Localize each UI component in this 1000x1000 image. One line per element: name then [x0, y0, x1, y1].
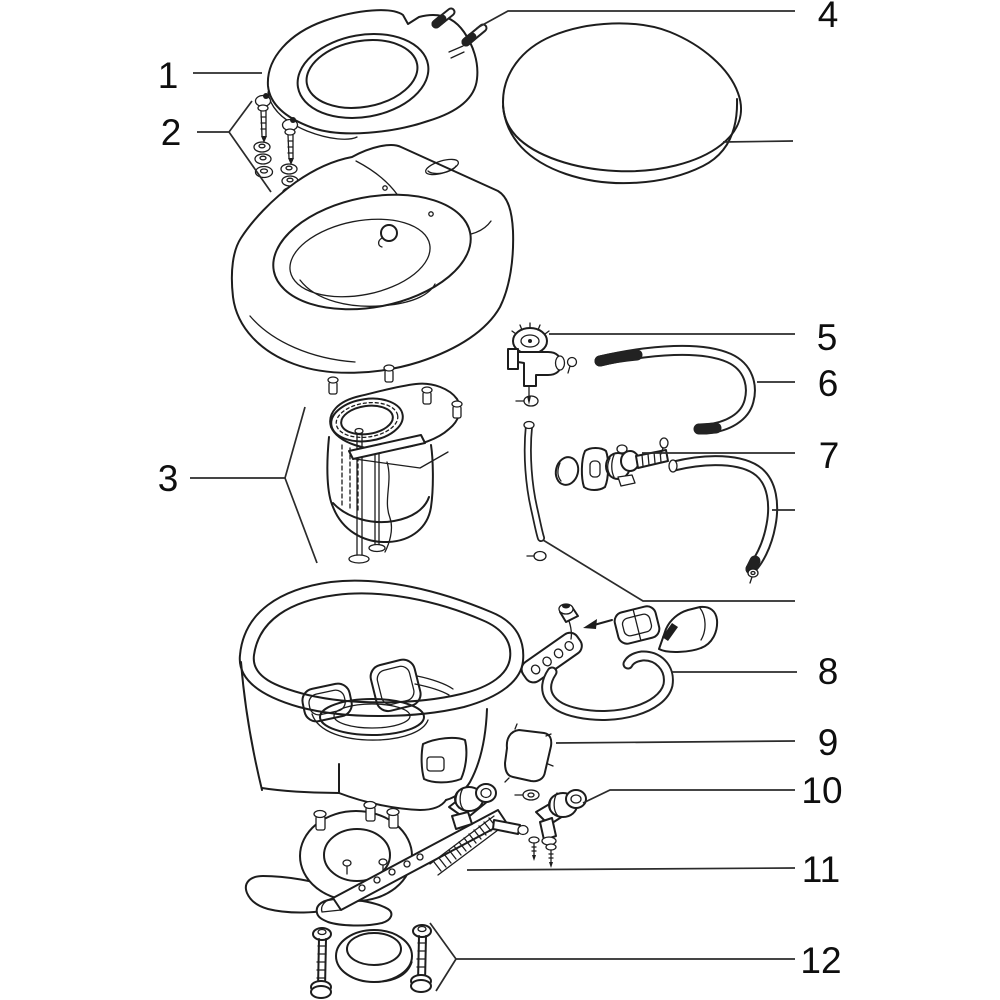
callout-6: 6 — [818, 363, 839, 404]
floor-bolts-seal-drawing — [310, 924, 432, 999]
callout-11-leader — [466, 867, 796, 871]
callout-4-leader — [476, 10, 795, 29]
callout-2: 2 — [161, 112, 182, 153]
callout-9-leader — [555, 740, 796, 744]
hinge-pins-drawing — [431, 7, 488, 47]
fill-tube-drawing — [523, 420, 547, 562]
fill-tube-leader — [542, 539, 795, 602]
callout-12: 12 — [800, 940, 841, 981]
callout-3: 3 — [158, 458, 179, 499]
supply-hose-drawing — [594, 344, 756, 435]
callout-7: 7 — [819, 435, 840, 476]
drain-hose-drawing — [668, 455, 779, 575]
callout-leaders — [190, 10, 797, 992]
flush-mechanism-drawing — [326, 364, 463, 564]
callout-5: 5 — [817, 317, 838, 358]
callout-9: 9 — [818, 722, 839, 763]
base-bowl-drawing — [238, 579, 525, 811]
callout-numbers: 1 2 3 4 5 6 7 8 9 10 11 12 — [158, 0, 843, 981]
valve-module-drawing — [514, 789, 587, 868]
vacuum-breaker-drawing — [554, 437, 669, 491]
seat-cover-leader — [722, 140, 794, 143]
seat-screws-drawing — [253, 93, 301, 200]
callout-4: 4 — [818, 0, 839, 35]
callout-1: 1 — [158, 55, 179, 96]
seat-cover-drawing — [502, 22, 742, 185]
hand-sprayer-drawing — [520, 568, 759, 721]
callout-10-leader — [582, 789, 795, 804]
seat-ring-drawing — [266, 9, 479, 140]
callout-11: 11 — [802, 849, 840, 890]
access-plate-drawing — [504, 723, 554, 783]
upper-body-drawing — [230, 144, 515, 374]
water-valve-drawing — [507, 322, 578, 407]
base-mechanism-drawing — [244, 783, 529, 927]
callout-3-leader — [190, 406, 318, 564]
callout-2-leader — [197, 100, 272, 193]
callout-12-leader — [429, 922, 795, 992]
callout-8: 8 — [818, 651, 839, 692]
callout-10: 10 — [801, 770, 842, 811]
